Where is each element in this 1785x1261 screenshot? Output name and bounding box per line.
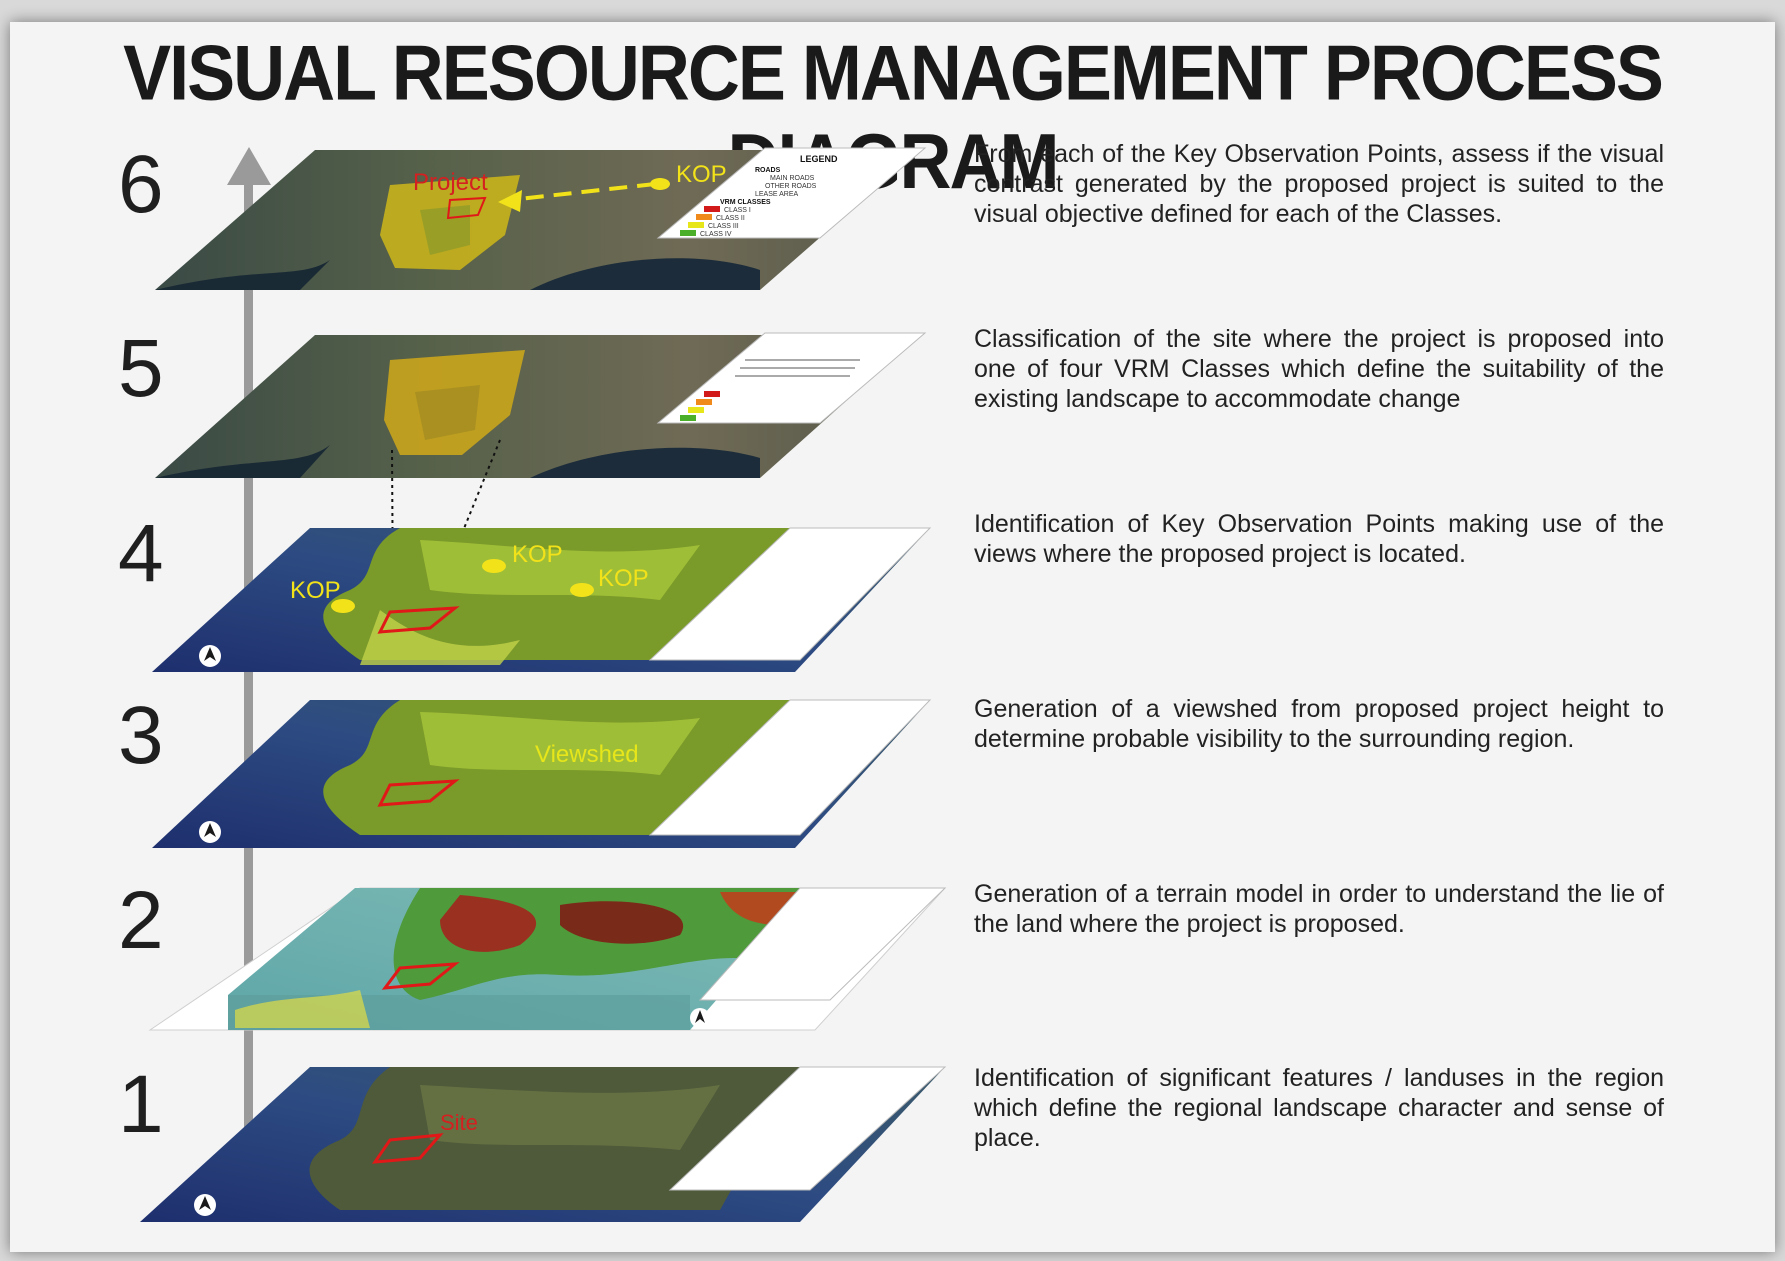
- legend-class-1: CLASS I: [724, 207, 751, 214]
- step-number-6: 6: [118, 139, 164, 230]
- legend-box-5: [656, 332, 927, 424]
- step-number-2: 2: [118, 875, 164, 966]
- legend-lease-area: LEASE AREA: [755, 191, 799, 198]
- step-number-4: 4: [118, 508, 164, 599]
- layer-1-map: Site: [140, 1066, 947, 1222]
- north-arrow-icon: [690, 1008, 710, 1028]
- project-label: Project: [413, 169, 488, 196]
- step-1-description: Identification of significant features /…: [974, 1064, 1664, 1152]
- step-number-1: 1: [118, 1059, 164, 1150]
- kop-label-west: KOP: [290, 577, 341, 604]
- legend-class-3: CLASS III: [708, 223, 739, 230]
- legend-class-2: CLASS II: [716, 215, 745, 222]
- step-5-description: Classification of the site where the pro…: [974, 325, 1664, 413]
- step-number-5: 5: [118, 323, 164, 414]
- north-arrow-icon: [199, 645, 221, 667]
- kop-label-north: KOP: [512, 541, 563, 568]
- layer-3-map: Viewshed: [152, 699, 932, 848]
- legend-main-roads: MAIN ROADS: [770, 175, 815, 182]
- step-4-description: Identification of Key Observation Points…: [974, 510, 1664, 568]
- layer-6-map: Project KOP LEGEND ROADS MAIN ROADS OTHE…: [155, 147, 927, 290]
- diagram-title: VISUAL RESOURCE MANAGEMENT PROCESS DIAGR…: [123, 30, 1664, 206]
- step-6-description: From each of the Key Observation Points,…: [974, 140, 1664, 228]
- layer-2-map: [148, 887, 947, 1031]
- site-label: Site: [440, 1110, 478, 1135]
- north-arrow-icon: [194, 1194, 216, 1216]
- step-number-3: 3: [118, 690, 164, 781]
- viewshed-label: Viewshed: [535, 741, 639, 768]
- legend-title: LEGEND: [800, 154, 838, 164]
- legend-roads: ROADS: [755, 167, 781, 174]
- north-arrow-icon: [199, 821, 221, 843]
- legend-box: LEGEND ROADS MAIN ROADS OTHER ROADS LEAS…: [656, 147, 927, 239]
- step-3-description: Generation of a viewshed from proposed p…: [974, 695, 1664, 753]
- layer-4-map: KOP KOP KOP: [152, 527, 932, 672]
- layer-5-map: [155, 332, 927, 478]
- kop-label-east: KOP: [598, 565, 649, 592]
- legend-other-roads: OTHER ROADS: [765, 183, 817, 190]
- kop-label: KOP: [676, 161, 727, 188]
- legend-class-4: CLASS IV: [700, 231, 732, 238]
- legend-vrm-classes: VRM CLASSES: [720, 199, 771, 206]
- step-2-description: Generation of a terrain model in order t…: [974, 880, 1664, 938]
